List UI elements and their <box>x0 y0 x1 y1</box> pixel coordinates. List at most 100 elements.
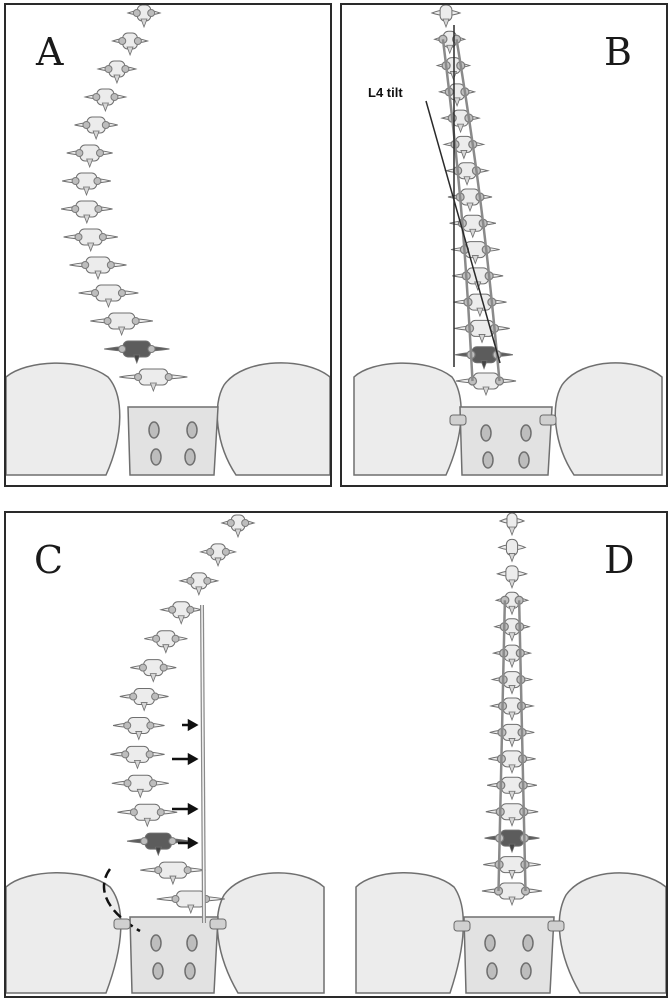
pedicle-screw <box>132 9 141 17</box>
pedicle-screw <box>95 149 104 157</box>
pedicle-screw <box>82 121 91 129</box>
sacrum <box>459 406 553 476</box>
pedicle-screw <box>149 779 158 788</box>
vertebra <box>66 144 113 169</box>
sacrum-c <box>129 916 219 994</box>
vertebra <box>440 109 481 134</box>
arrow-icon <box>187 752 199 766</box>
pedicle-screw <box>121 65 130 73</box>
pedicle-screw <box>92 93 101 101</box>
pelvis-right-d <box>558 872 666 994</box>
l4-tilt-label: L4 tilt <box>368 85 403 100</box>
arrow-icon <box>187 836 199 850</box>
vertebra <box>455 346 513 370</box>
vertebra <box>484 829 540 854</box>
vertebra <box>453 293 507 318</box>
pedicle-screw <box>129 692 138 701</box>
pedicle-screw <box>74 233 83 241</box>
panel-label-a: A <box>36 30 64 74</box>
iliac-screw-left <box>113 918 131 930</box>
pedicle-screw <box>110 93 119 101</box>
pedicle-screw <box>98 233 107 241</box>
vertebra <box>491 644 533 669</box>
vertebra <box>156 890 225 915</box>
vertebra <box>497 538 527 563</box>
pedicle-screw <box>133 37 142 45</box>
pedicle-screw <box>101 121 110 129</box>
vertebra <box>485 803 539 827</box>
vertebra <box>130 659 177 683</box>
pedicle-screw <box>183 866 192 875</box>
pedicle-screw <box>123 779 132 788</box>
pedicle-screw <box>104 65 113 73</box>
vertebra <box>159 601 204 625</box>
panel-b: B L4 tilt <box>340 3 668 487</box>
pedicle-screw <box>129 808 138 817</box>
vertebra <box>496 565 528 589</box>
sacrum <box>127 406 219 476</box>
pedicle-screw <box>154 866 163 875</box>
vertebra <box>488 750 536 774</box>
pedicle-screw <box>123 721 132 730</box>
vertebra <box>74 116 118 141</box>
vertebra <box>69 256 127 281</box>
spinal-rod <box>517 600 527 892</box>
pedicle-screw <box>206 547 215 556</box>
pedicle-screw <box>106 261 115 269</box>
pedicle-screw <box>140 837 149 846</box>
pedicle-screw <box>71 205 80 213</box>
translation-arrows <box>172 718 199 850</box>
pedicle-screw <box>203 576 212 585</box>
pedicle-screw <box>81 261 90 269</box>
pedicle-screw <box>75 149 84 157</box>
pedicle-screw <box>171 895 180 903</box>
arrow-icon <box>187 718 199 732</box>
iliac-screw-right <box>539 414 557 426</box>
pedicle-screw <box>164 373 173 381</box>
vertebra <box>220 514 256 539</box>
vertebra <box>90 312 153 337</box>
corrected-spine-with-rods <box>430 5 517 397</box>
pelvis-left <box>353 362 462 476</box>
vertebra <box>61 200 113 225</box>
pedicle-screw <box>168 837 177 846</box>
vertebra <box>119 688 169 712</box>
iliac-screw-left <box>449 414 467 426</box>
vertebra <box>481 882 543 907</box>
pedicle-screw <box>151 692 160 701</box>
spinal-rod <box>441 39 474 382</box>
vertebra <box>493 618 531 642</box>
panel-a: A <box>4 3 332 487</box>
vertebra <box>119 368 188 393</box>
vertebra <box>63 228 118 253</box>
pedicle-screw <box>117 289 126 297</box>
vertebra <box>112 716 165 741</box>
pedicle-screw <box>147 9 156 17</box>
pedicle-screw <box>103 317 112 325</box>
vertebra <box>455 372 517 397</box>
pelvis-left-d <box>355 872 465 994</box>
vertebra <box>198 543 238 568</box>
vertebra <box>140 861 206 886</box>
pedicle-screw <box>91 289 100 297</box>
panel-c-d-illustration <box>6 513 666 994</box>
pedicle-screw <box>118 37 127 45</box>
vertebra <box>454 319 510 344</box>
pedicle-screw <box>93 177 102 185</box>
pedicle-screw <box>186 605 195 614</box>
vertebra <box>110 745 165 770</box>
pedicle-screw <box>121 750 130 759</box>
panel-b-illustration <box>353 5 663 476</box>
vertebra <box>433 30 467 55</box>
pelvis-right-c <box>216 872 325 994</box>
vertebra <box>104 340 170 365</box>
pelvis-right <box>216 362 330 476</box>
vertebra <box>117 803 178 828</box>
vertebra <box>494 591 530 616</box>
iliac-screw-left <box>453 920 471 932</box>
vertebra <box>430 5 462 29</box>
pedicle-screw <box>146 721 155 730</box>
panel-a-illustration <box>6 5 330 476</box>
panel-c-d: C D <box>4 511 668 998</box>
pedicle-screw <box>134 373 143 381</box>
